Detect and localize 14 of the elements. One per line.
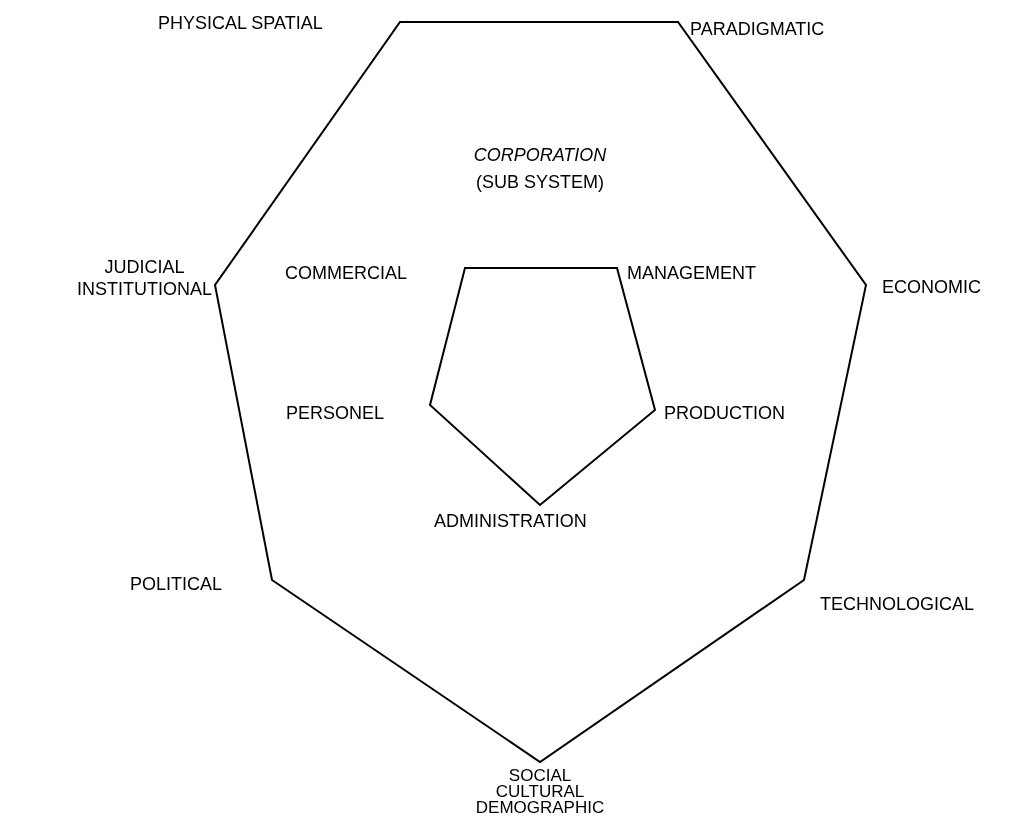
group-subheading: (SUB SYSTEM) (476, 172, 604, 193)
vertex-label: MANAGEMENT (627, 262, 756, 284)
vertex-label: JUDICIAL INSTITUTIONAL (77, 256, 212, 300)
vertex-label: ADMINISTRATION (434, 510, 587, 532)
vertex-label: TECHNOLOGICAL (820, 593, 975, 615)
vertex-label: COMMERCIAL (285, 262, 407, 284)
vertex-label: PARADIGMATIC (690, 18, 825, 40)
group-heading: CORPORATION (473, 145, 607, 166)
vertex-label: ECONOMIC (882, 276, 981, 298)
vertex-label: POLITICAL (130, 573, 223, 595)
vertex-label: PERSONEL (286, 402, 385, 424)
vertex-label: PHYSICAL SPATIAL (158, 12, 323, 34)
vertex-label: PRODUCTION (664, 402, 785, 424)
vertex-label: SOCIAL CULTURAL DEMOGRAPHIC (475, 768, 605, 816)
